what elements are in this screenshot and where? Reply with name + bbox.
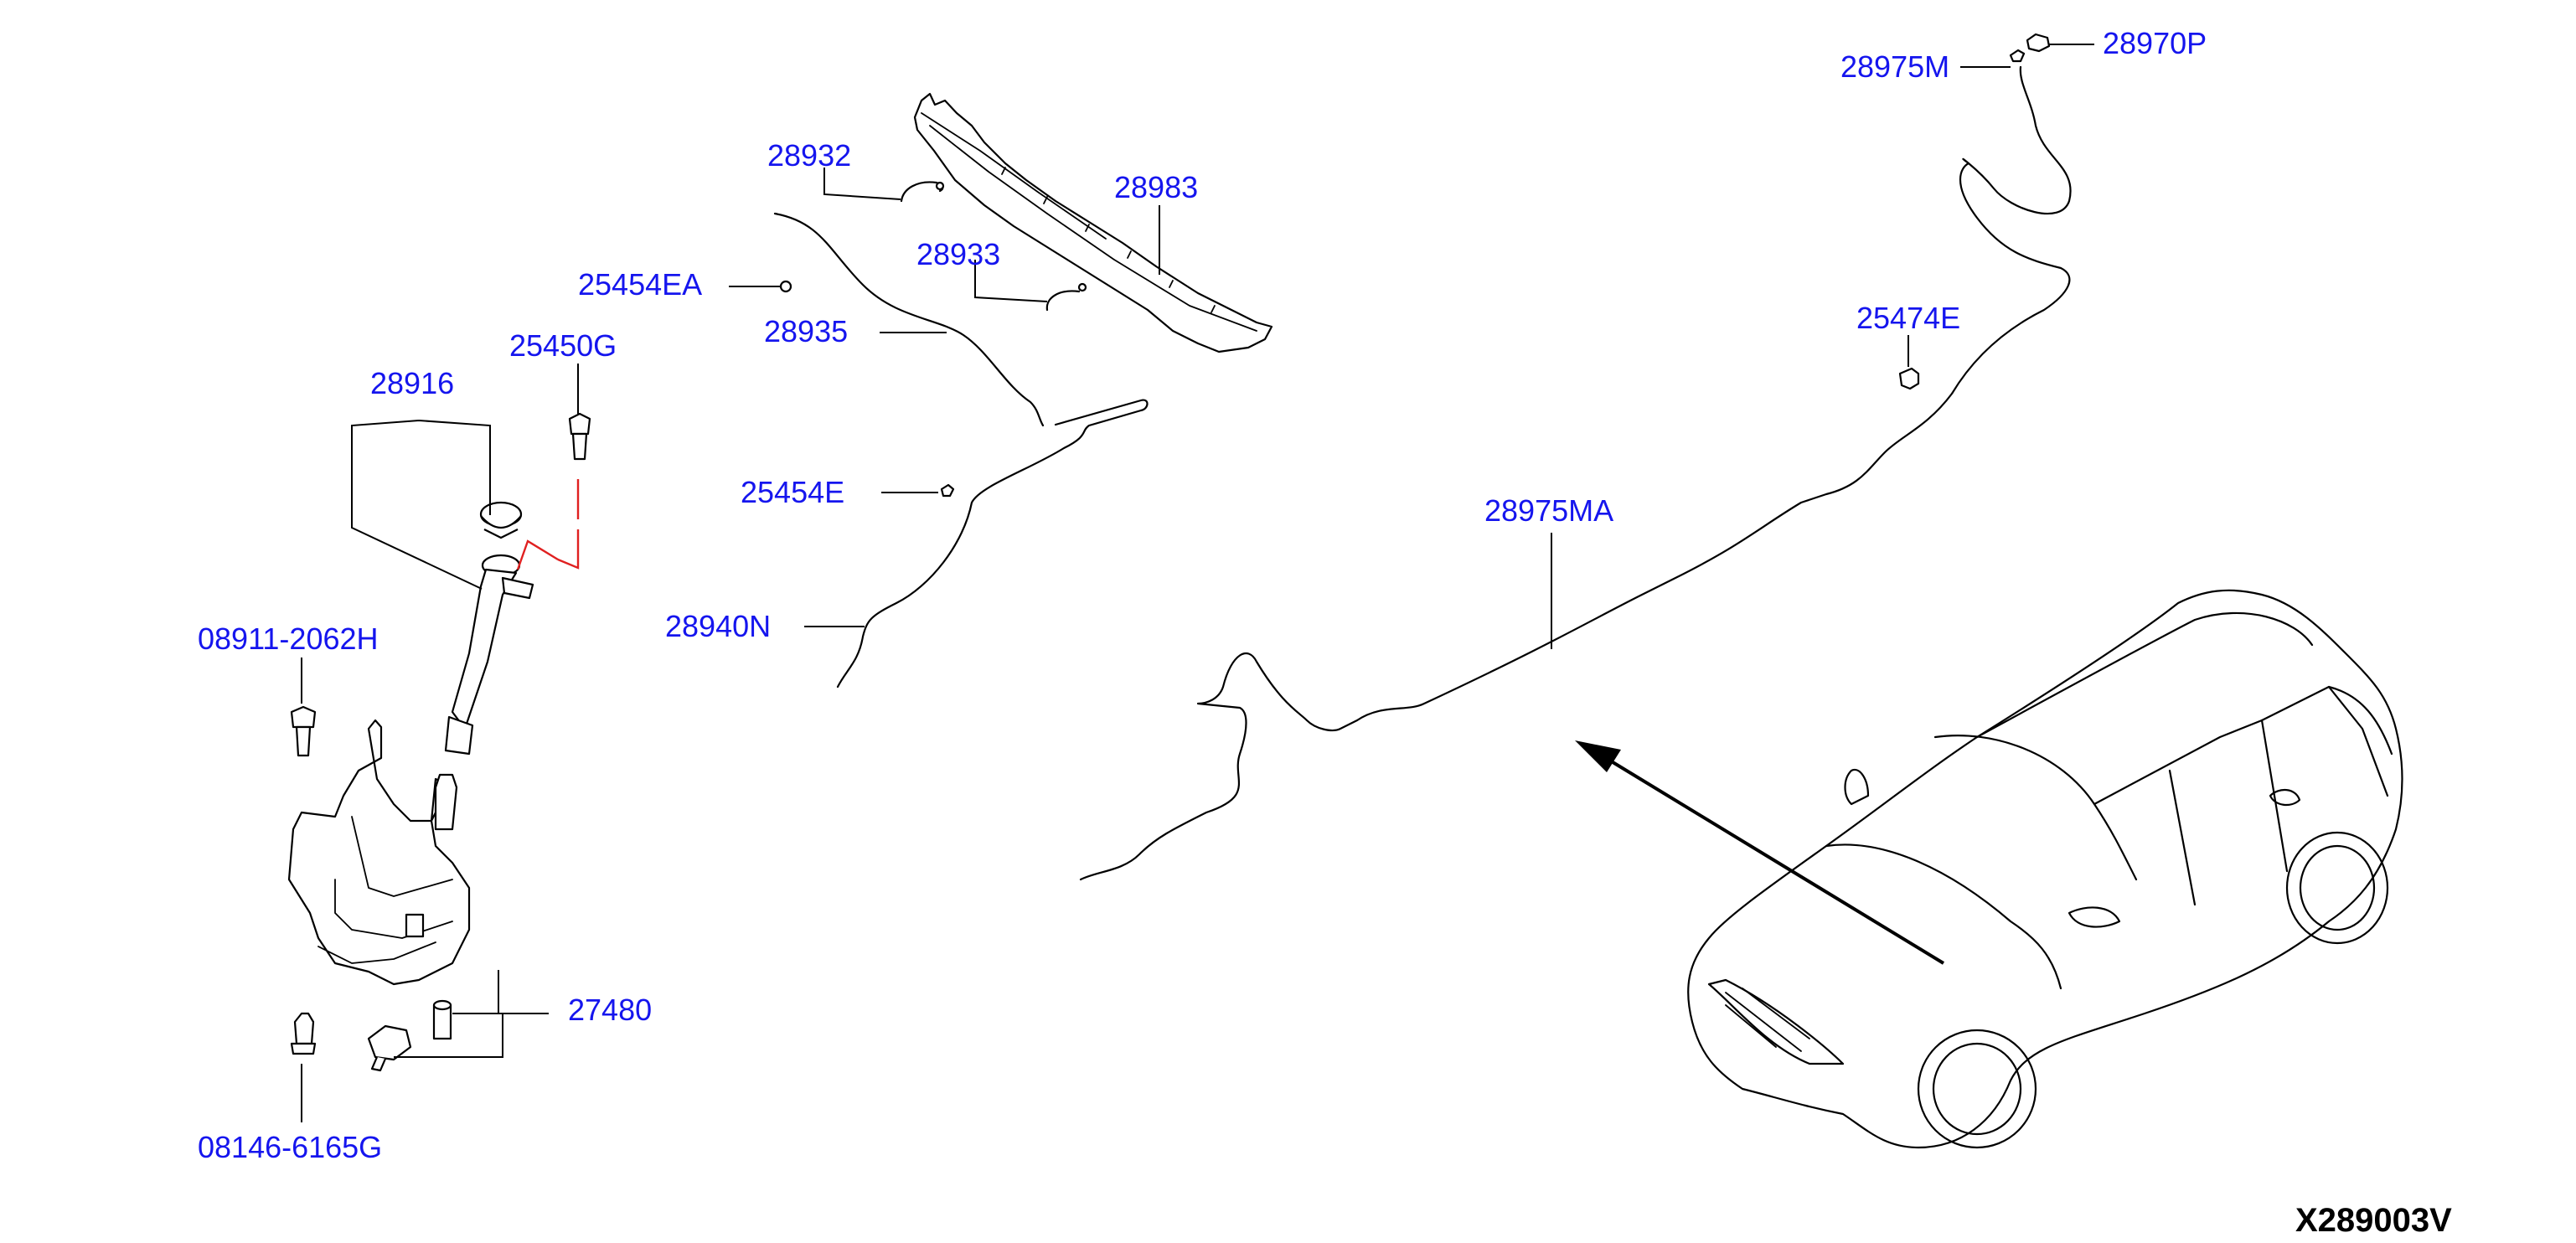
clip-28933 [1045,290,1081,312]
guide-line [516,479,580,570]
vehicle-illustration [1687,589,2403,1149]
label-08911-2062H: 08911-2062H [198,622,379,656]
leader-lines [301,44,2094,1122]
filler-neck [444,554,534,756]
pump-27480 [367,999,452,1072]
clip-25474E [1898,367,1920,390]
label-28975MA: 28975MA [1484,493,1613,528]
clip-25454E [940,483,955,498]
washer-tank [287,719,471,986]
label-27480: 27480 [568,993,652,1027]
label-25454E: 25454E [741,475,844,509]
label-28932: 28932 [767,138,851,173]
part-labels: 28975M 28970P 28932 28983 28933 25454EA … [198,26,2452,1239]
label-08146-6165G: 08146-6165G [198,1130,382,1164]
label-28940N: 28940N [665,609,771,643]
bolt-08146-6165G [290,1012,317,1055]
label-28916: 28916 [370,366,454,400]
label-25474E: 25474E [1856,301,1960,335]
clip-25454EA [779,280,792,293]
direction-arrow [1575,740,1945,965]
hose-28935 [773,212,1045,427]
label-28983: 28983 [1114,170,1198,204]
bolt-25450G [568,412,591,461]
label-28970P: 28970P [2103,26,2207,60]
hose-28940N [836,399,1149,689]
label-25450G: 25450G [509,328,617,363]
label-25454EA: 25454EA [578,267,702,302]
label-28935: 28935 [764,314,848,348]
hose-28975MA [1079,65,2072,881]
label-28975M: 28975M [1840,49,1949,84]
diagram-code: X289003V [2295,1202,2452,1239]
nozzle-28970P [2009,33,2051,63]
bolt-08911-2062H [290,705,317,757]
cowl-seal-28983 [913,92,1273,353]
cap-28916 [479,501,523,539]
label-28933: 28933 [916,237,1000,271]
